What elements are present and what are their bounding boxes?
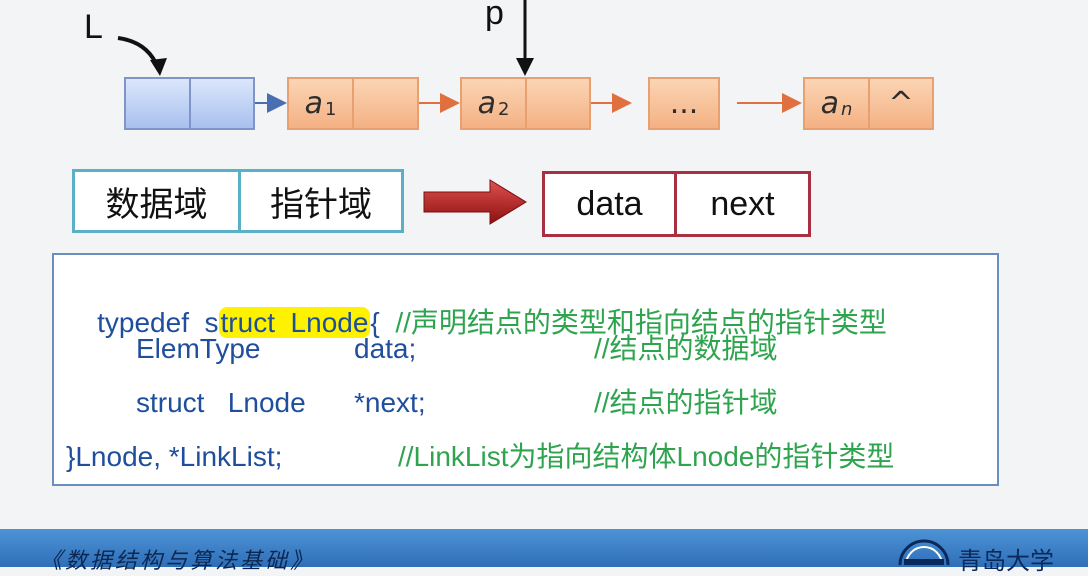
node-name: a xyxy=(820,86,839,121)
course-title: 《数据结构与算法基础》 xyxy=(40,549,316,574)
field-pointer-cn: 指针域 xyxy=(238,169,404,233)
head-pointer-arrow xyxy=(117,36,160,69)
code-line1-comment: //声明结点的类型和指向结点的指针类型 xyxy=(395,307,887,338)
code-line3-type: struct Lnode xyxy=(136,387,306,418)
node-ellipsis-cell: ... xyxy=(648,77,720,130)
code-line2-type: ElemType xyxy=(136,333,261,364)
code-line1-pre: typedef s xyxy=(97,307,219,338)
code-line4-comment: //LinkList为指向结构体Lnode的指针类型 xyxy=(398,441,895,472)
node-subscript: n xyxy=(840,99,853,120)
code-line3-field: *next; xyxy=(354,387,426,418)
slide-footer: 《数据结构与算法基础》 青岛大学 xyxy=(0,529,1088,575)
university-name: 青岛大学 xyxy=(958,547,1054,575)
university-logo-icon xyxy=(898,539,950,566)
head-pointer-label: L xyxy=(84,8,103,46)
ellipsis-text: ... xyxy=(669,86,699,121)
field-data-en: data xyxy=(542,171,677,237)
struct-definition-code: typedef struct Lnode{ //声明结点的类型和指向结点的指针类… xyxy=(52,253,999,486)
node-subscript: 1 xyxy=(324,99,337,120)
field-next-en: next xyxy=(674,171,811,237)
code-line1-highlight: truct Lnode xyxy=(218,307,371,338)
code-line4-code: }Lnode, *LinkList; xyxy=(66,441,283,472)
node-name: a xyxy=(477,86,496,121)
null-pointer-symbol: ^ xyxy=(888,86,914,121)
current-pointer-label: p xyxy=(485,0,504,32)
code-line2-comment: //结点的数据域 xyxy=(594,333,778,364)
mapping-arrow-icon xyxy=(423,179,527,225)
code-line2-field: data; xyxy=(354,333,417,364)
node-name: a xyxy=(304,86,323,121)
node-an-null-cell: ^ xyxy=(868,77,934,130)
head-node-pointer-cell xyxy=(189,77,255,130)
node-subscript: 2 xyxy=(497,99,510,120)
code-line1-post: { xyxy=(370,307,396,338)
head-node-data-cell xyxy=(124,77,191,130)
code-line-1: typedef struct Lnode{ //声明结点的类型和指向结点的指针类… xyxy=(66,281,887,365)
node-a1-pointer-cell xyxy=(352,77,419,130)
node-a2-pointer-cell xyxy=(525,77,591,130)
code-line3-comment: //结点的指针域 xyxy=(594,387,778,418)
field-data-cn: 数据域 xyxy=(72,169,241,233)
